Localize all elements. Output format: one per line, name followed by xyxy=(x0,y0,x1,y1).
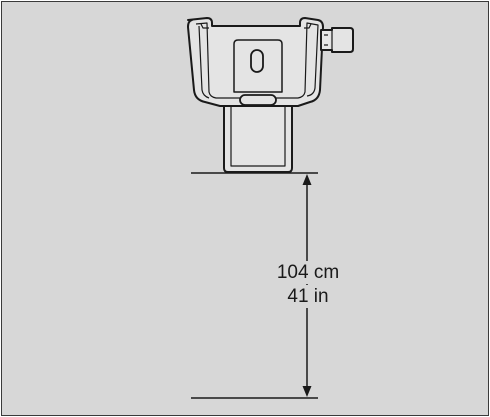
device-stand xyxy=(223,103,293,173)
device-cradle xyxy=(187,17,324,107)
device-knob xyxy=(320,27,354,53)
height-metric-label: 104 cm xyxy=(260,261,356,284)
arrowhead-up xyxy=(302,174,312,185)
height-imperial-label: 41 in xyxy=(260,285,356,308)
arrowhead-down xyxy=(302,386,312,397)
